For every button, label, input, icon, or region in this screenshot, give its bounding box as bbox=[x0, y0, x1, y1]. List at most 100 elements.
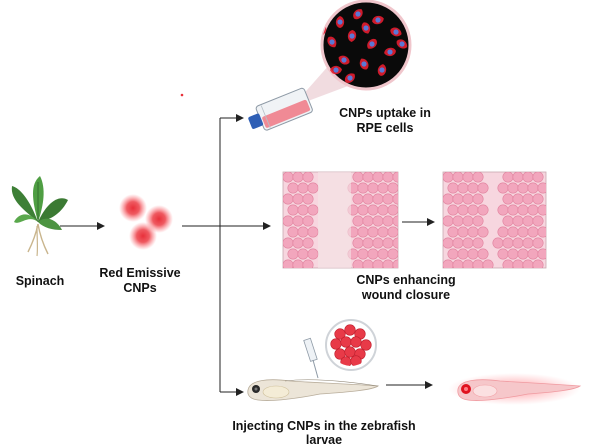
rpe-cell bbox=[361, 22, 371, 34]
tissue-cell bbox=[452, 193, 464, 205]
tissue-cell bbox=[447, 204, 459, 216]
tissue-cell bbox=[392, 193, 398, 205]
tissue-cell bbox=[283, 259, 294, 268]
tissue-cell bbox=[382, 172, 394, 183]
tissue-cell bbox=[522, 193, 534, 205]
tissue-cell bbox=[462, 237, 474, 249]
tissue-cell bbox=[392, 215, 398, 227]
rpe-cell bbox=[335, 16, 345, 28]
label-red-emissive-cnps: Red Emissive CNPs bbox=[99, 266, 181, 295]
tissue-cell bbox=[537, 248, 546, 260]
tissue-cell bbox=[292, 215, 304, 227]
tissue-cell bbox=[307, 182, 319, 194]
tissue-cell bbox=[283, 215, 294, 227]
tissue-cell bbox=[287, 248, 299, 260]
tissue-cell bbox=[462, 215, 474, 227]
tissue-cell bbox=[367, 204, 379, 216]
tissue-cell bbox=[517, 248, 529, 260]
tissue-cell bbox=[462, 172, 474, 183]
tissue-cell bbox=[522, 215, 534, 227]
tissue-cell bbox=[443, 237, 454, 249]
tissue-cell bbox=[367, 182, 379, 194]
tissue-cell bbox=[477, 226, 489, 238]
rpe-cell bbox=[396, 39, 408, 49]
rpe-cell bbox=[377, 64, 387, 76]
tissue-cell bbox=[462, 259, 474, 268]
tissue-cell bbox=[357, 248, 369, 260]
tissue-cell bbox=[307, 248, 319, 260]
tissue-cell bbox=[472, 193, 484, 205]
sphere-cell bbox=[334, 328, 346, 340]
red-cnp-dots bbox=[119, 194, 173, 250]
tissue-cell bbox=[292, 237, 304, 249]
tissue-cell bbox=[502, 215, 514, 227]
tissue-cell bbox=[287, 204, 299, 216]
tissue-cell bbox=[512, 193, 524, 205]
rpe-cell bbox=[359, 58, 369, 70]
tissue-cell bbox=[527, 204, 539, 216]
tissue-cell bbox=[297, 226, 309, 238]
tissue-cell bbox=[357, 204, 369, 216]
rpe-cell bbox=[353, 9, 363, 20]
rpe-cell bbox=[330, 65, 342, 75]
tissue-cell bbox=[443, 172, 454, 183]
tissue-cell bbox=[502, 237, 514, 249]
tissue-cell bbox=[352, 215, 364, 227]
sphere-cell bbox=[350, 336, 362, 348]
tissue-cell bbox=[532, 259, 544, 268]
tissue-cell bbox=[457, 204, 469, 216]
tissue-cell bbox=[382, 259, 394, 268]
tissue-cell bbox=[307, 226, 319, 238]
tissue-cell bbox=[477, 204, 489, 216]
tissue-cell bbox=[367, 226, 379, 238]
tissue-cell bbox=[507, 226, 519, 238]
tissue-cell bbox=[472, 172, 484, 183]
tissue-cell bbox=[497, 248, 509, 260]
tissue-cell bbox=[527, 226, 539, 238]
sphere-cell bbox=[360, 339, 372, 351]
zebrafish-larva bbox=[247, 379, 380, 401]
tissue-cell bbox=[372, 259, 384, 268]
tissue-cell bbox=[352, 193, 364, 205]
tissue-cell bbox=[372, 172, 384, 183]
tissue-cell bbox=[467, 248, 479, 260]
tissue-cell bbox=[452, 172, 464, 183]
injected-cell-sphere bbox=[325, 319, 377, 371]
rpe-cell bbox=[347, 30, 357, 42]
tissue-cell bbox=[497, 226, 509, 238]
label-spinach: Spinach bbox=[15, 274, 65, 288]
spinach-icon bbox=[11, 176, 68, 257]
wound-panel-before bbox=[282, 171, 399, 269]
tissue-cell bbox=[443, 259, 454, 268]
rpe-cell bbox=[338, 55, 350, 65]
tissue-cell bbox=[377, 204, 389, 216]
tissue-cell bbox=[507, 248, 519, 260]
tissue-cell bbox=[532, 215, 544, 227]
tissue-cell bbox=[307, 204, 319, 216]
tissue-cell bbox=[377, 248, 389, 260]
tissue-cell bbox=[292, 193, 304, 205]
sphere-cell bbox=[340, 336, 352, 348]
rpe-cell bbox=[344, 73, 355, 83]
tissue-cell bbox=[447, 248, 459, 260]
tissue-cell bbox=[443, 215, 454, 227]
rpe-cell bbox=[384, 47, 396, 57]
tissue-cell bbox=[452, 237, 464, 249]
tissue-cell bbox=[507, 204, 519, 216]
tissue-cell bbox=[522, 259, 534, 268]
tissue-cell bbox=[392, 259, 398, 268]
tissue-cell bbox=[537, 182, 546, 194]
flask-icon bbox=[248, 87, 313, 131]
tissue-cell bbox=[512, 237, 524, 249]
arrows bbox=[60, 114, 435, 396]
stray-dot bbox=[180, 93, 184, 97]
tissue-cell bbox=[512, 259, 524, 268]
tissue-cell bbox=[372, 193, 384, 205]
injection-needle-icon bbox=[303, 337, 319, 379]
label-zebrafish: Injecting CNPs in the zebrafish larvae bbox=[232, 419, 416, 447]
tissue-cell bbox=[537, 226, 546, 238]
tissue-cell bbox=[362, 193, 374, 205]
tissue-cell bbox=[372, 237, 384, 249]
tissue-cell bbox=[472, 215, 484, 227]
